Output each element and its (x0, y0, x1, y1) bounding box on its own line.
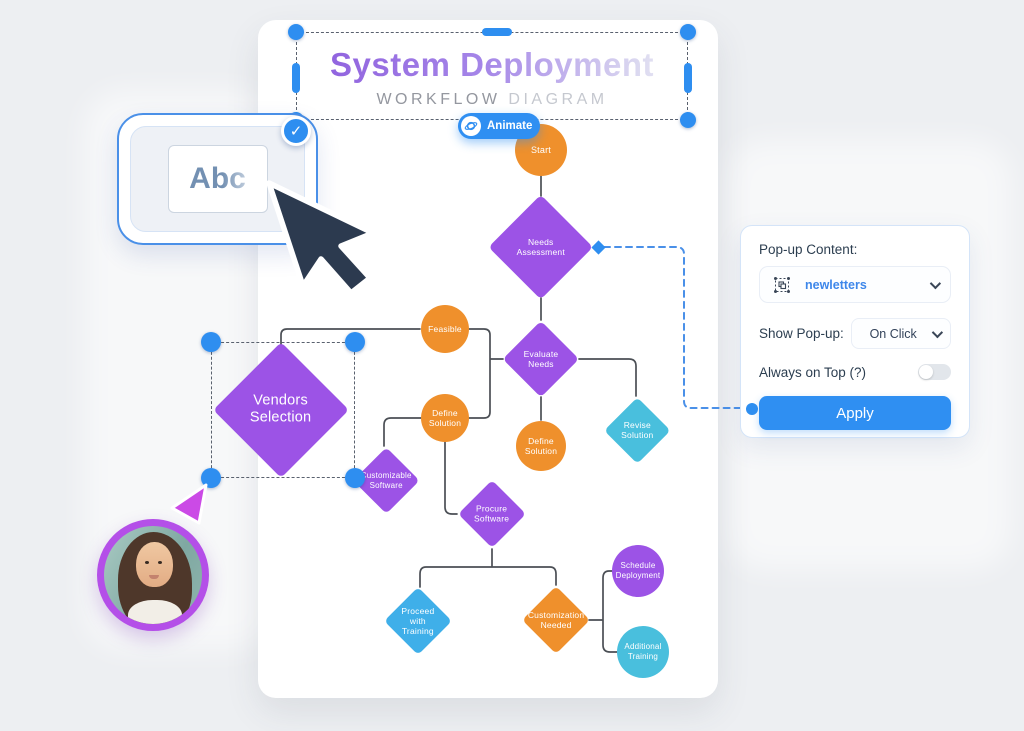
diagram-subtitle-light: DIAGRAM (508, 91, 608, 108)
feasible-label: Feasible (428, 323, 462, 334)
feasible-define-bracket-connector (468, 328, 504, 419)
avatar-eye (145, 561, 150, 565)
customization-branch-connector (588, 570, 618, 653)
toggle-knob (919, 365, 933, 379)
start-label: Start (530, 144, 551, 155)
vendors-handle-bottom-left[interactable] (201, 468, 221, 488)
title-handle-bottom-right[interactable] (680, 112, 696, 128)
connector-diamond-handle[interactable] (591, 240, 606, 255)
avatar-eye (157, 561, 162, 565)
always-on-top-label: Always on Top (?) (759, 364, 867, 380)
vendors-to-feasible-connector (280, 328, 421, 346)
popup-content-select[interactable]: newletters (759, 266, 951, 303)
title-handle-top-center[interactable] (482, 28, 512, 36)
avatar-mouth (149, 575, 160, 579)
avatar-shoulders (127, 600, 183, 624)
diagram-subtitle: WORKFLOW DIAGRAM (296, 91, 688, 109)
chevron-down-icon (931, 326, 944, 338)
procure-branch-connector (419, 548, 557, 588)
apply-button[interactable]: Apply (759, 396, 951, 430)
text-element-preview: Abc (189, 162, 246, 195)
title-handle-left-center[interactable] (292, 63, 300, 93)
text-element-frame: Abc (130, 126, 305, 232)
vendors-selection-rect (211, 342, 355, 478)
link-endpoint-dot[interactable] (746, 403, 758, 415)
popup-content-label: Pop-up Content: (759, 242, 858, 257)
feasible-node[interactable]: Feasible (421, 305, 469, 353)
avatar-face (136, 541, 173, 587)
popup-settings-panel: Pop-up Content: newletters Show Pop-up: … (740, 225, 970, 438)
diagram-title: System Deployment (296, 46, 688, 84)
animate-icon (461, 116, 481, 136)
popup-content-value: newletters (805, 277, 867, 292)
vendors-handle-top-right[interactable] (345, 332, 365, 352)
collaborator-avatar (97, 519, 209, 631)
evaluate-to-revise-connector (578, 358, 637, 397)
check-badge-icon: ✓ (281, 116, 311, 146)
show-popup-select[interactable]: On Click (851, 318, 951, 349)
diagram-title-block: System Deployment WORKFLOW DIAGRAM (296, 46, 688, 109)
diagram-subtitle-strong: WORKFLOW (376, 91, 501, 108)
animate-button[interactable]: Animate (458, 113, 540, 139)
vendors-handle-bottom-right[interactable] (345, 468, 365, 488)
vendors-handle-top-left[interactable] (201, 332, 221, 352)
text-element-box: Abc (167, 145, 268, 213)
animate-button-label: Animate (487, 120, 533, 132)
title-handle-top-left[interactable] (288, 24, 304, 40)
title-handle-top-right[interactable] (680, 24, 696, 40)
always-on-top-toggle[interactable] (918, 364, 951, 380)
show-popup-label: Show Pop-up: (759, 326, 844, 341)
show-popup-value: On Click (869, 326, 917, 341)
define-a-to-customizable-connector (383, 417, 422, 447)
chevron-down-icon (929, 277, 942, 289)
element-selection-icon (774, 276, 790, 293)
popup-link-connector (603, 246, 748, 409)
define-a-to-procure-connector (444, 441, 458, 515)
title-handle-right-center[interactable] (684, 63, 692, 93)
